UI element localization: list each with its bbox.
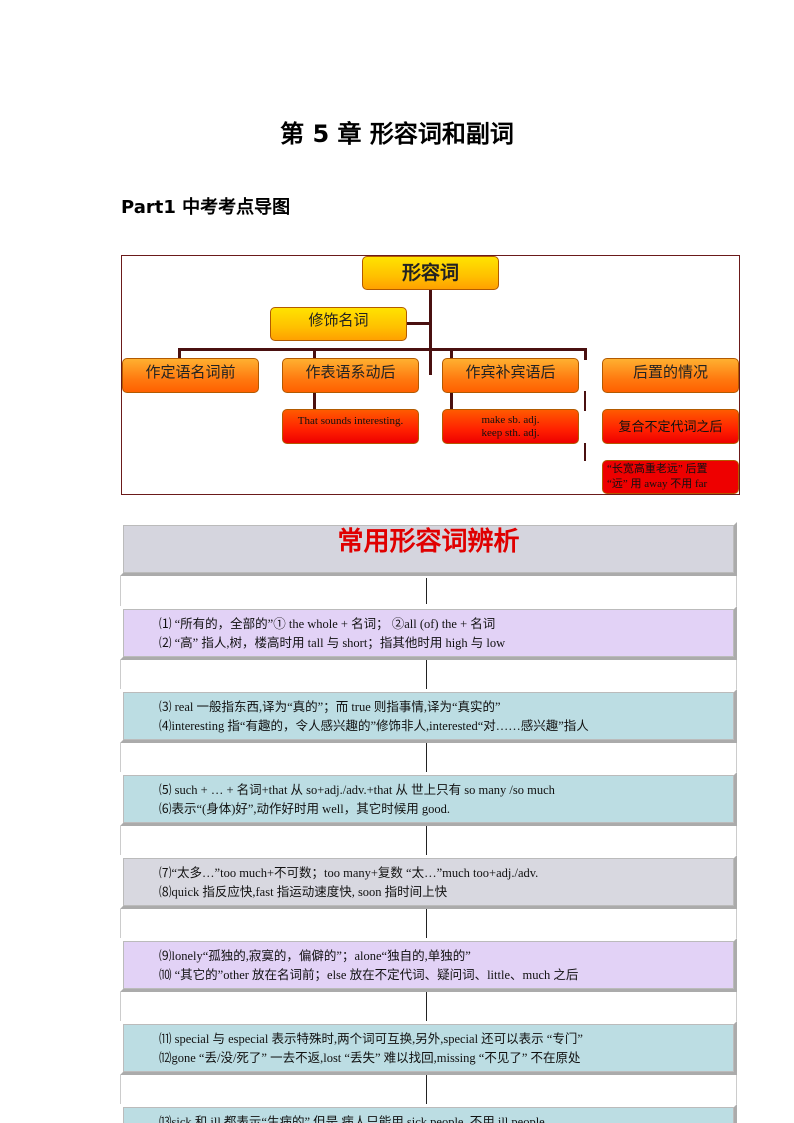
table-row: ⑴ “所有的，全部的”① the whole + 名词； ②all (of) t…	[120, 606, 737, 660]
node-sub-4: “长宽高重老远” 后置 “远” 用 away 不用 far	[602, 460, 739, 494]
node-sub-2: make sb. adj.keep sth. adj.	[442, 409, 579, 444]
chapter-title: 第 5 章 形容词和副词	[280, 120, 514, 148]
row-line: ⑶ real 一般指东西,译为“真的”；而 true 则指事情,译为“真实的”	[159, 700, 501, 714]
node-sub-2b: keep sth. adj.	[481, 427, 540, 439]
table-row: ⑼lonely“孤独的,寂寞的，偏僻的”；alone“独自的,单独的” ⑽ “其它…	[120, 938, 737, 992]
node-branch-1: 作定语名词前	[122, 358, 259, 393]
row-line: ⑽ “其它的”other 放在名词前；else 放在不定代词、疑问词、littl…	[159, 968, 579, 982]
node-adjective: 形容词	[362, 256, 499, 290]
table-row: ⑾ special 与 especial 表示特殊时,两个词可互换,另外,spe…	[120, 1021, 737, 1075]
node-sub-3: 复合不定代词之后	[602, 409, 739, 444]
mind-map: 形容词 修饰名词 作定语名词前 作表语系动后 作宾补宾语后 后置的情况 That…	[121, 255, 740, 495]
table-row: ⑸ such + … + 名词+that 从 so+adj./adv.+that…	[120, 772, 737, 826]
row-line: ⑴ “所有的，全部的”① the whole + 名词； ②all (of) t…	[159, 617, 496, 631]
node-branch-4: 后置的情况	[602, 358, 739, 393]
table-row: ⑶ real 一般指东西,译为“真的”；而 true 则指事情,译为“真实的” ⑷…	[120, 689, 737, 743]
part-heading: Part1 中考考点导图	[121, 197, 291, 218]
row-line: ⑿gone “丢/没/死了” 一去不返,lost “丢失” 难以找回,missi…	[159, 1051, 581, 1065]
row-line: ⑺“太多…”too much+不可数；too many+复数 “太…”much …	[159, 866, 539, 880]
node-sub-4b: “远” 用 away 不用 far	[607, 478, 708, 490]
row-line: ⑹表示“(身体)好”,动作好时用 well，其它时候用 good.	[159, 802, 450, 816]
node-sub-1: That sounds interesting.	[282, 409, 419, 444]
node-branch-2: 作表语系动后	[282, 358, 419, 393]
row-line: ⑾ special 与 especial 表示特殊时,两个词可互换,另外,spe…	[159, 1032, 583, 1046]
row-line: ⑸ such + … + 名词+that 从 so+adj./adv.+that…	[159, 783, 555, 797]
node-sub-4a: “长宽高重老远” 后置	[607, 463, 708, 475]
row-line: ⑷interesting 指“有趣的，令人感兴趣的”修饰非人,intereste…	[159, 719, 589, 733]
row-line: ⑵ “高” 指人,树，楼高时用 tall 与 short；指其他时用 high …	[159, 636, 506, 650]
node-sub-2a: make sb. adj.	[481, 414, 540, 426]
node-branch-3: 作宾补宾语后	[442, 358, 579, 393]
table-row: ⒀sick 和 ill 都表示“生病的”,但是,病人只能用 sick peopl…	[120, 1104, 737, 1123]
node-modify-noun: 修饰名词	[270, 307, 407, 341]
table-header: 常用形容词辨析	[120, 522, 737, 576]
row-line: ⒀sick 和 ill 都表示“生病的”,但是,病人只能用 sick peopl…	[159, 1115, 545, 1123]
adjective-table: 常用形容词辨析 ⑴ “所有的，全部的”① the whole + 名词； ②al…	[120, 522, 737, 1123]
table-row: ⑺“太多…”too much+不可数；too many+复数 “太…”much …	[120, 855, 737, 909]
row-line: ⑻quick 指反应快,fast 指运动速度快, soon 指时间上快	[159, 885, 448, 899]
row-line: ⑼lonely“孤独的,寂寞的，偏僻的”；alone“独自的,单独的”	[159, 949, 471, 963]
